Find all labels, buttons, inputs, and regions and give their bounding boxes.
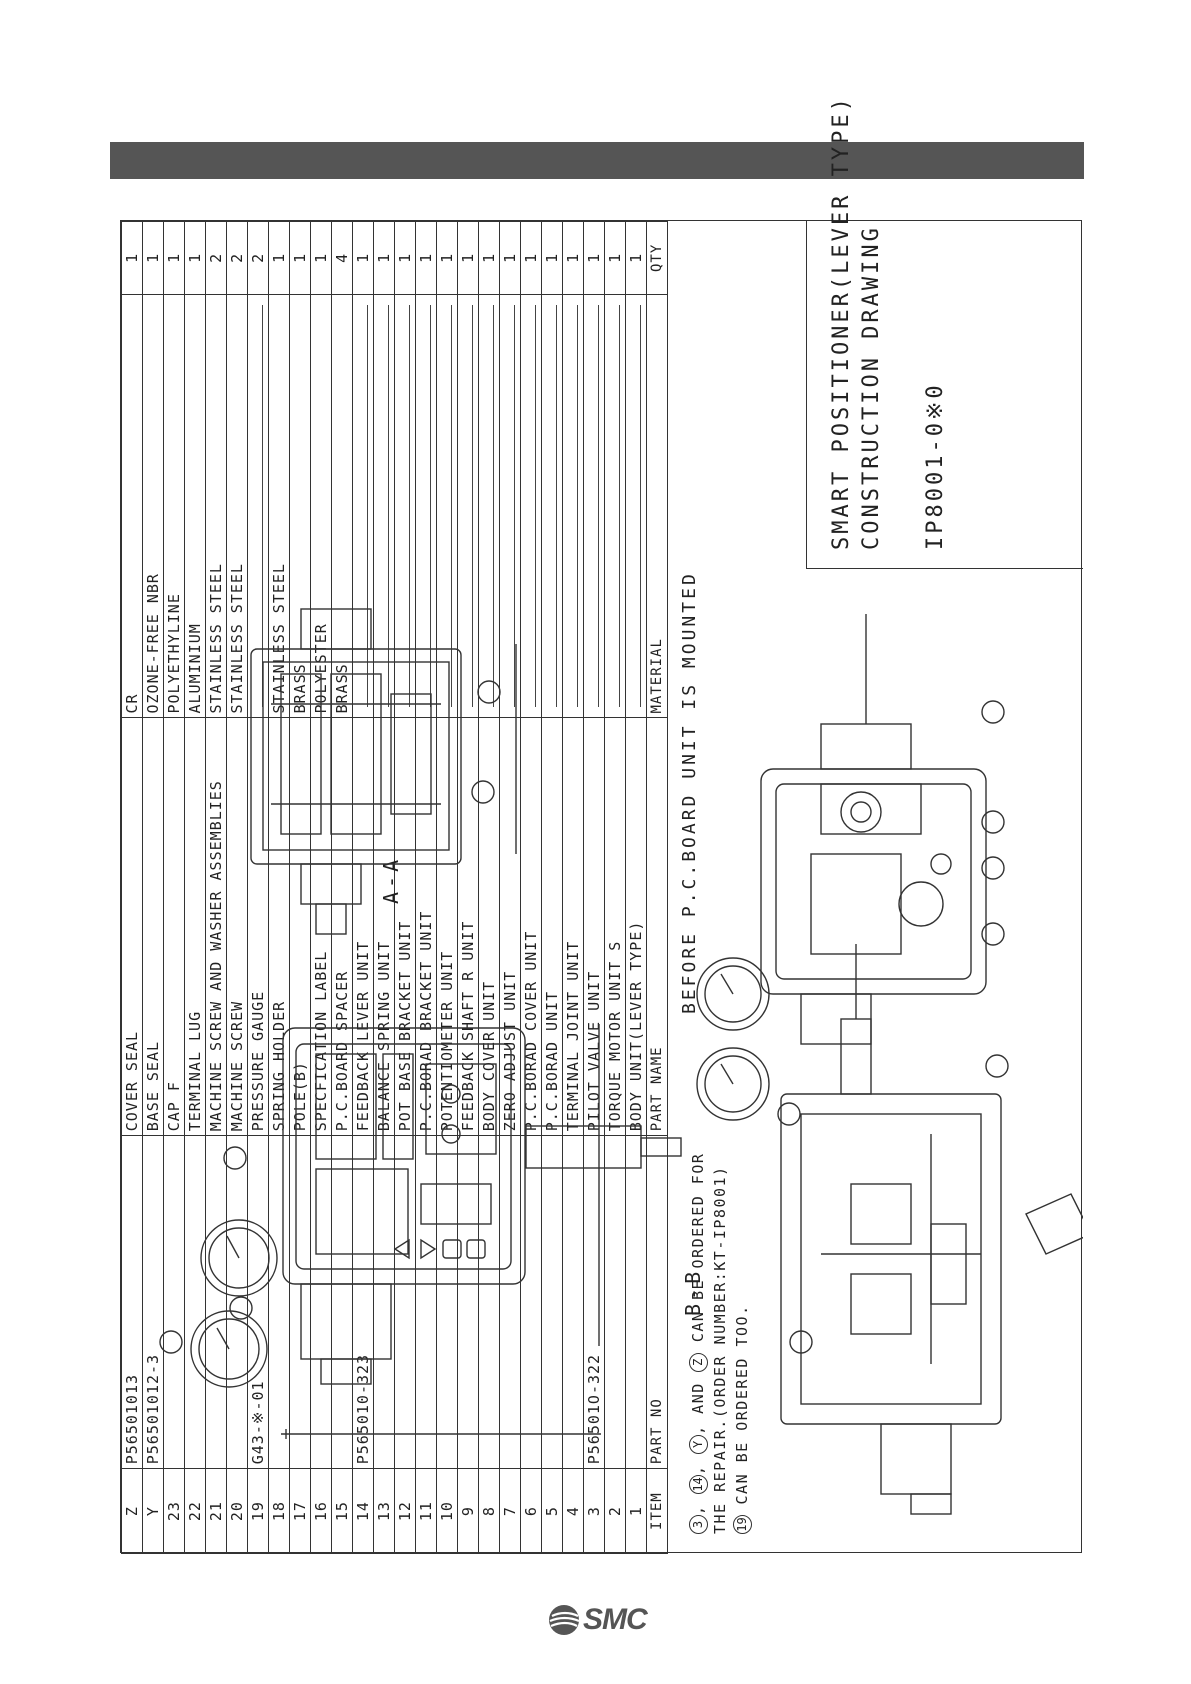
front-view [190, 1024, 682, 1439]
section-view-bb [780, 944, 1083, 1515]
mounted-view [696, 614, 987, 1121]
callouts [159, 680, 1009, 1354]
smc-logo-icon [549, 1605, 580, 1635]
construction-drawings [159, 608, 1083, 1515]
section-view-aa [250, 608, 517, 935]
section-header-bar [110, 142, 1084, 179]
smc-logo: SMC [548, 1603, 648, 1637]
smc-logo-text: SMC [583, 1603, 648, 1636]
